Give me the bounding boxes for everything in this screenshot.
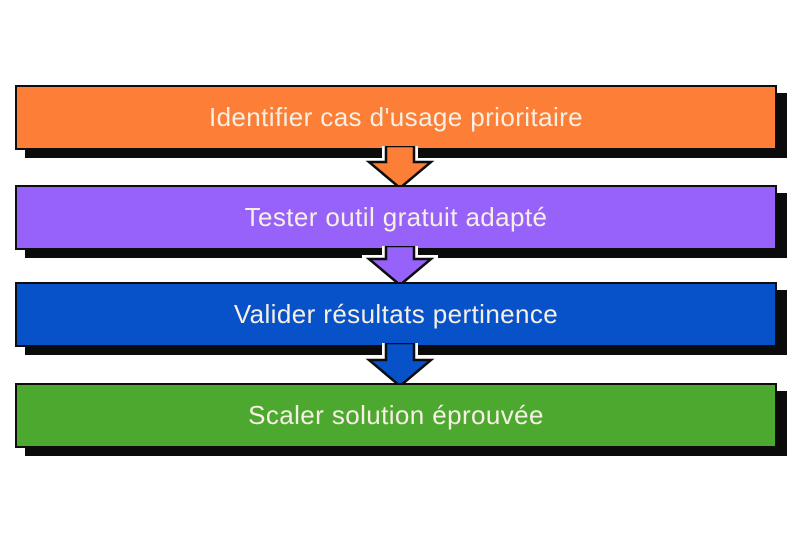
- down-arrow-icon-2: [362, 246, 438, 285]
- step-3-label: Valider résultats pertinence: [233, 299, 559, 329]
- arrow-2-shape: [365, 246, 435, 285]
- flowchart-step-4: Scaler solution éprouvée: [15, 383, 777, 448]
- flowchart-step-1: Identifier cas d'usage prioritaire: [15, 85, 777, 150]
- flowchart-step-2: Tester outil gratuit adapté: [15, 185, 777, 250]
- down-arrow-icon-3: [362, 343, 438, 386]
- arrow-3-shape: [365, 343, 435, 386]
- arrow-1-shape: [365, 146, 435, 188]
- flowchart-step-3: Valider résultats pertinence: [15, 282, 777, 347]
- step-4-label: Scaler solution éprouvée: [248, 400, 544, 430]
- down-arrow-icon-1: [362, 146, 438, 188]
- step-2-label: Tester outil gratuit adapté: [244, 202, 548, 232]
- step-1-label: Identifier cas d'usage prioritaire: [208, 102, 584, 132]
